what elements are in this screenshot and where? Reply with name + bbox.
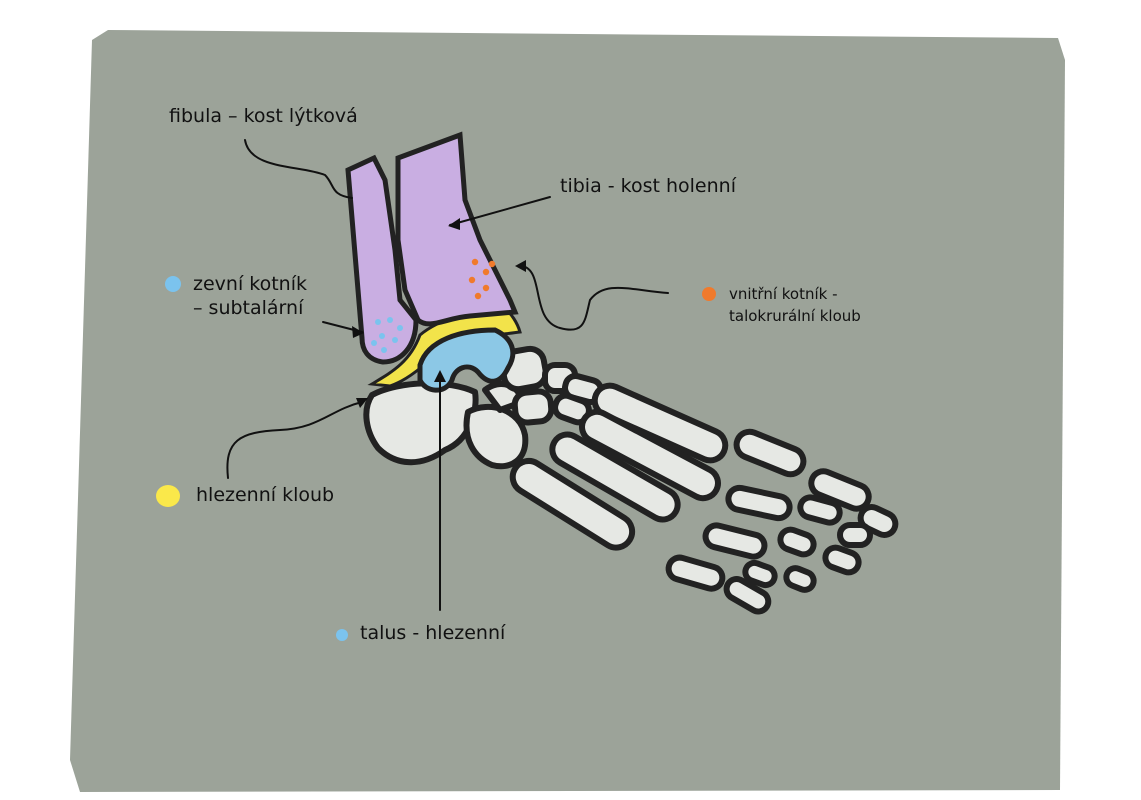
talus-label: talus - hlezenní: [360, 623, 505, 645]
tibia-label: tibia - kost holenní: [560, 176, 736, 198]
fibula-label: fibula – kost lýtková: [169, 106, 358, 128]
blue-legend-dot-lateral: [165, 276, 181, 292]
ankle-joint-label: hlezenní kloub: [196, 485, 334, 507]
orange-legend-dot-medial: [702, 287, 716, 301]
medial-malleolus-label-line1: vnitřní kotník -: [729, 286, 838, 303]
cuneiform-2: [514, 390, 552, 423]
phalanx-2c: [840, 525, 870, 545]
yellow-legend-dot-ankle: [156, 485, 180, 507]
medial-malleolus-label-line2: talokrurální kloub: [729, 308, 861, 325]
blue-legend-dot-talus: [336, 629, 348, 641]
lateral-malleolus-label-line1: zevní kotník: [193, 274, 307, 296]
lateral-malleolus-label-line2: – subtalární: [193, 298, 303, 320]
